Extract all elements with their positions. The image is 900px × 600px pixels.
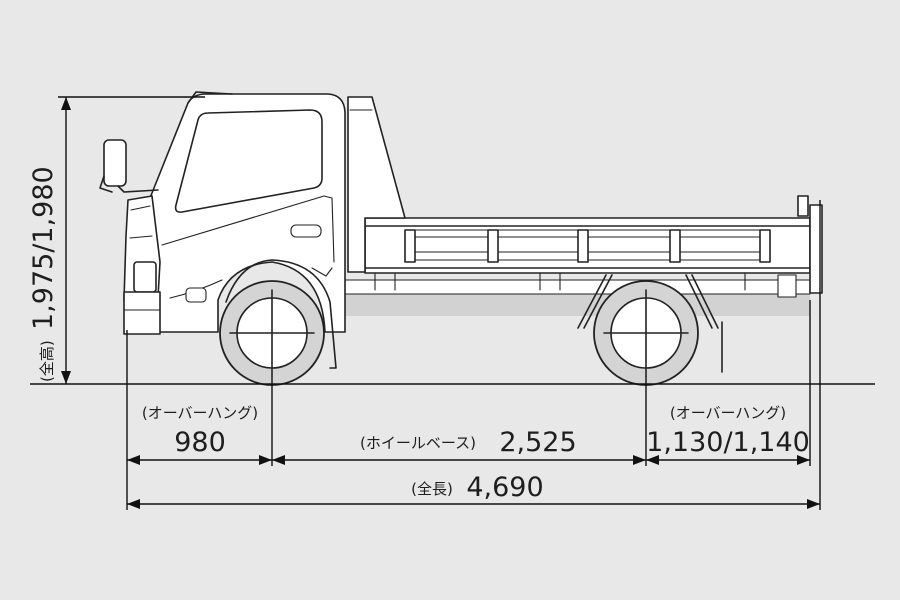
height-value: 1,975/1,980 [28, 166, 59, 330]
truck-side-view [99, 91, 823, 386]
overall-length-label: (全長) [411, 480, 453, 498]
height-label: (全高) 1,975/1,980 [28, 166, 59, 382]
front-overhang-value: 980 [174, 427, 226, 458]
dimension-arrows [61, 97, 820, 509]
wheelbase-label: (ホイールベース) [360, 434, 476, 452]
head-guard [347, 96, 406, 273]
wheelbase-value: 2,525 [499, 427, 576, 458]
front-overhang-label: (オーバーハング) [142, 404, 258, 422]
front-wheel [219, 280, 325, 386]
cab [99, 91, 346, 369]
chassis-frame [325, 279, 811, 316]
rear-wheel [593, 280, 699, 386]
dimension-lines [30, 96, 875, 510]
height-prefix: (全高) [38, 340, 56, 382]
rear-overhang-value: 1,130/1,140 [646, 427, 810, 458]
cargo-bed [364, 195, 823, 373]
rear-overhang-label: (オーバーハング) [670, 404, 786, 422]
overall-length-value: 4,690 [466, 472, 543, 503]
